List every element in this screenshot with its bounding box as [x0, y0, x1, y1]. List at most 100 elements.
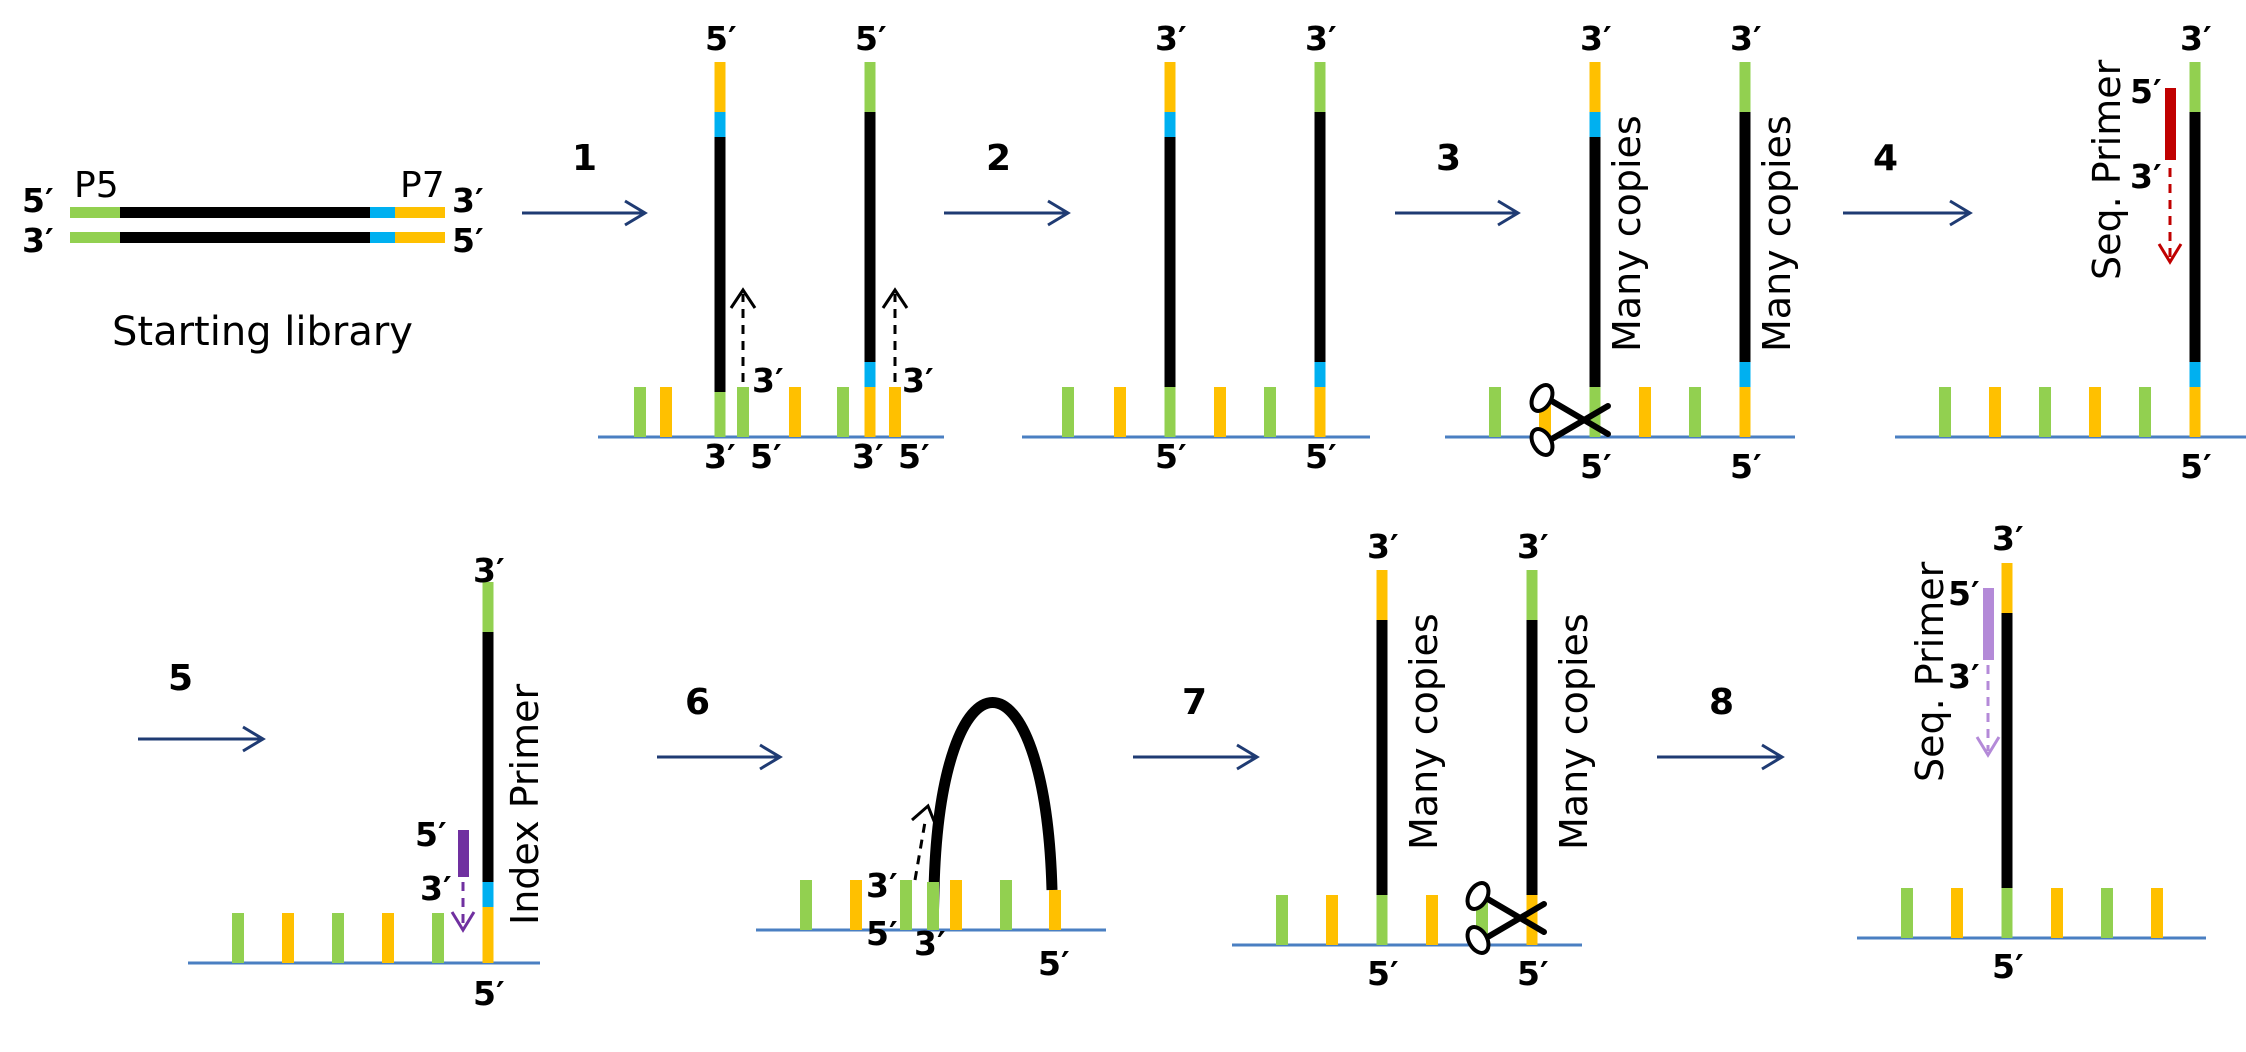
three-prime-label: 3′	[1992, 519, 2024, 558]
five-prime-label: 5′	[2130, 72, 2162, 111]
step-number-1: 1	[572, 138, 597, 179]
p7-oligo	[382, 913, 394, 963]
three-prime-label: 3′	[452, 181, 484, 220]
insert-segment	[1589, 137, 1601, 387]
step-arrow-head	[242, 725, 266, 753]
index-segment	[1739, 362, 1751, 387]
three-prime-label: 3′	[1367, 527, 1399, 566]
index-top	[370, 207, 395, 218]
index-segment	[482, 882, 494, 907]
index-bottom	[370, 232, 395, 243]
p5-segment	[482, 582, 494, 632]
p5-segment	[1526, 570, 1538, 620]
five-prime-label: 5′	[898, 437, 930, 476]
p7-segment	[1526, 895, 1538, 945]
p7-segment	[714, 62, 726, 112]
extension-arrow-head	[729, 287, 757, 309]
p5-oligo	[1264, 387, 1276, 437]
p7-oligo	[950, 880, 962, 930]
step-number-6: 6	[685, 682, 710, 723]
bridged-strand	[927, 697, 1058, 931]
extension-arrow-head	[450, 911, 476, 933]
index-segment	[1589, 112, 1601, 137]
three-prime-label: 3′	[914, 924, 946, 963]
step-number-8: 8	[1709, 682, 1734, 723]
p7-segment	[1314, 387, 1326, 437]
p5-segment	[1376, 895, 1388, 945]
scissors-part	[1529, 427, 1555, 457]
seq-primer-label: Seq. Primer	[2085, 59, 2129, 280]
extension-arrow	[913, 821, 927, 881]
extension-arrow-head	[911, 803, 938, 827]
index-segment	[1164, 112, 1176, 137]
three-prime-label: 3′	[1517, 527, 1549, 566]
p5-oligo	[432, 913, 444, 963]
p5-oligo	[837, 387, 849, 437]
p5-segment	[1739, 62, 1751, 112]
p7-oligo	[1426, 895, 1438, 945]
sequencing-primer	[1983, 588, 1994, 660]
five-prime-label: 5′	[855, 19, 887, 58]
many-copies-label: Many copies	[1552, 613, 1596, 850]
p7-segment	[1739, 387, 1751, 437]
sequencing-primer	[2165, 88, 2176, 160]
p5-oligo	[1939, 387, 1951, 437]
many-copies-label: Many copies	[1402, 613, 1446, 850]
scissors-icon	[1465, 881, 1547, 955]
step-number-2: 2	[986, 138, 1011, 179]
insert-segment	[714, 137, 726, 392]
extension-arrow-head	[2157, 243, 2183, 265]
p7-oligo	[1214, 387, 1226, 437]
scissors-part	[1465, 881, 1491, 911]
p7-adapter-bottom	[395, 232, 445, 243]
insert-bottom	[120, 232, 370, 243]
three-prime-label: 3′	[902, 361, 934, 400]
scissors-part	[1465, 925, 1491, 955]
p5-oligo	[232, 913, 244, 963]
p7-oligo	[2089, 387, 2101, 437]
scissors-icon	[1529, 383, 1611, 457]
p5-label: P5	[74, 165, 119, 206]
p7-oligo	[660, 387, 672, 437]
step-number-3: 3	[1436, 138, 1461, 179]
five-prime-label: 5′	[452, 221, 484, 260]
scissors-part	[1547, 403, 1611, 443]
five-prime-label: 5′	[1367, 954, 1399, 993]
p5-segment	[927, 882, 939, 930]
p5-oligo	[1689, 387, 1701, 437]
five-prime-label: 5′	[705, 19, 737, 58]
p5-segment	[2189, 62, 2201, 112]
p5-oligo	[1489, 387, 1501, 437]
p7-oligo	[889, 387, 901, 437]
five-prime-label: 5′	[1992, 947, 2024, 986]
p5-oligo	[634, 387, 646, 437]
p5-segment	[1164, 387, 1176, 437]
insert-segment	[1376, 620, 1388, 895]
step-arrow-head	[759, 743, 783, 771]
insert-segment	[1164, 137, 1176, 387]
p7-oligo	[2151, 888, 2163, 938]
three-prime-label: 3′	[752, 361, 784, 400]
index-primer	[458, 830, 469, 877]
scissors-part	[1547, 397, 1611, 437]
p5-oligo	[332, 913, 344, 963]
extension-arrow-head	[1975, 736, 2001, 758]
three-prime-label: 3′	[704, 437, 736, 476]
p7-segment	[482, 907, 494, 963]
five-prime-label: 5′	[1155, 437, 1187, 476]
three-prime-label: 3′	[866, 866, 898, 905]
step-number-5: 5	[168, 658, 193, 699]
p5-segment	[864, 62, 876, 112]
p7-segment	[864, 387, 876, 437]
scissors-part	[1529, 383, 1555, 413]
p7-adapter-top	[395, 207, 445, 218]
p7-segment	[2189, 387, 2201, 437]
p7-oligo	[789, 387, 801, 437]
p7-segment	[1376, 570, 1388, 620]
insert-segment	[482, 632, 494, 882]
p5-oligo	[1062, 387, 1074, 437]
p7-segment	[2001, 563, 2013, 613]
many-copies-label: Many copies	[1605, 115, 1649, 352]
